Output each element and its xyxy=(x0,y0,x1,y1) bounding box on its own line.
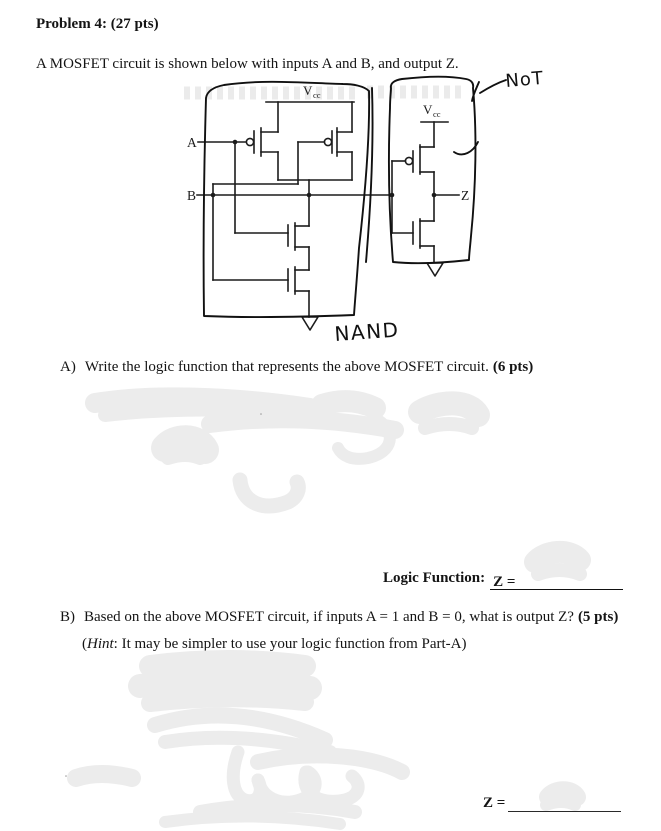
nmos-transistor-not xyxy=(391,194,435,263)
input-b-label: B xyxy=(187,188,196,203)
hand-corner-notch xyxy=(471,81,480,102)
final-answer-line: Z = xyxy=(483,794,622,813)
part-a-prompt-line: A) Write the logic function that represen… xyxy=(60,358,533,377)
vcc-sub-not: cc xyxy=(433,109,441,119)
logic-function-prefix: Z = xyxy=(493,574,516,590)
part-b-points: (5 pts) xyxy=(577,609,619,625)
nand-gate-drawing: V cc A B xyxy=(187,83,393,331)
vcc-label-not: V xyxy=(423,102,433,117)
vcc-label-nand: V xyxy=(303,83,313,98)
hand-box-nand-double-edge xyxy=(365,87,374,263)
hand-box-not xyxy=(388,75,477,264)
part-a-prompt: Write the logic function that represents… xyxy=(84,359,489,375)
ground-symbol-not xyxy=(426,262,444,277)
final-answer-label: Z = xyxy=(483,795,506,811)
hint-open-paren: ( xyxy=(82,636,87,652)
part-a-erased-scribbles xyxy=(85,387,490,514)
part-a-points: (6 pts) xyxy=(492,359,534,375)
part-a-label: A) xyxy=(60,359,76,375)
hand-check-hook xyxy=(453,141,479,156)
logic-function-blank: Z = xyxy=(490,573,624,590)
pmos-transistor-not xyxy=(391,144,435,196)
output-z-label: Z xyxy=(461,188,469,203)
stray-speck xyxy=(65,775,67,777)
part-b-prompt-line: B) Based on the above MOSFET circuit, if … xyxy=(60,604,618,631)
part-b-label: B) xyxy=(60,609,75,625)
problem-title: Problem 4: (27 pts) xyxy=(36,16,159,32)
part-b-hint: (Hint: It may be simpler to use your log… xyxy=(82,631,618,658)
logic-function-caption: Logic Function: xyxy=(383,570,486,586)
pmos-transistor-b xyxy=(297,127,353,185)
input-a-label: A xyxy=(187,135,197,150)
hint-word: Hint xyxy=(87,636,114,652)
hand-drawn-annotations: NoT NAND xyxy=(202,68,545,346)
not-pointer-line xyxy=(479,79,507,94)
logic-function-line: Logic Function: Z = xyxy=(383,569,624,590)
pmos-transistor-a xyxy=(245,127,279,181)
nmos-transistor-a xyxy=(234,222,310,271)
hint-rest: : It may be simpler to use your logic fu… xyxy=(113,636,467,652)
part-b-erased-scribbles xyxy=(65,650,410,830)
erased-highlight-band xyxy=(184,85,462,100)
hand-box-nand xyxy=(202,80,371,319)
handwritten-not-label: NoT xyxy=(505,68,545,92)
stray-speck xyxy=(260,413,262,415)
intro-text: A MOSFET circuit is shown below with inp… xyxy=(36,56,459,72)
vcc-sub-nand: cc xyxy=(313,90,321,100)
junction-dots-not xyxy=(389,192,437,198)
ground-symbol-nand xyxy=(301,316,319,331)
junction-dots-nand xyxy=(210,139,312,198)
final-answer-blank xyxy=(508,795,622,812)
part-b-prompt: Based on the above MOSFET circuit, if in… xyxy=(84,609,574,625)
part-b-block: B) Based on the above MOSFET circuit, if … xyxy=(60,604,618,658)
handwritten-nand-label: NAND xyxy=(334,318,401,346)
not-gate-drawing: V cc Z xyxy=(389,102,469,277)
nmos-transistor-b xyxy=(212,266,310,318)
